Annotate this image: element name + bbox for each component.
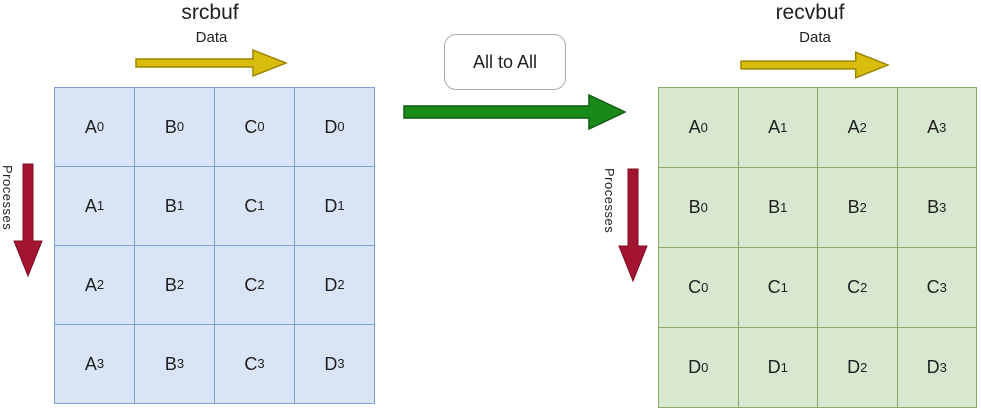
srcbuf-title: srcbuf bbox=[181, 1, 239, 24]
alltoall-label: All to All bbox=[472, 51, 538, 72]
recvbuf-processes-label: Processes bbox=[602, 168, 617, 234]
srcbuf-processes-arrow-icon bbox=[13, 163, 43, 278]
alltoall-label-box: All to All bbox=[444, 34, 566, 90]
recvbuf-title: recvbuf bbox=[775, 1, 845, 24]
recvbuf-processes-arrow-icon bbox=[618, 168, 648, 283]
recvbuf-data-label: Data bbox=[799, 29, 831, 46]
alltoall-arrow-icon bbox=[403, 93, 627, 131]
srcbuf-processes-label: Processes bbox=[0, 165, 15, 231]
srcbuf-data-arrow-icon bbox=[135, 48, 288, 78]
recvbuf-data-arrow-icon bbox=[740, 51, 890, 79]
srcbuf-data-label: Data bbox=[195, 29, 228, 46]
